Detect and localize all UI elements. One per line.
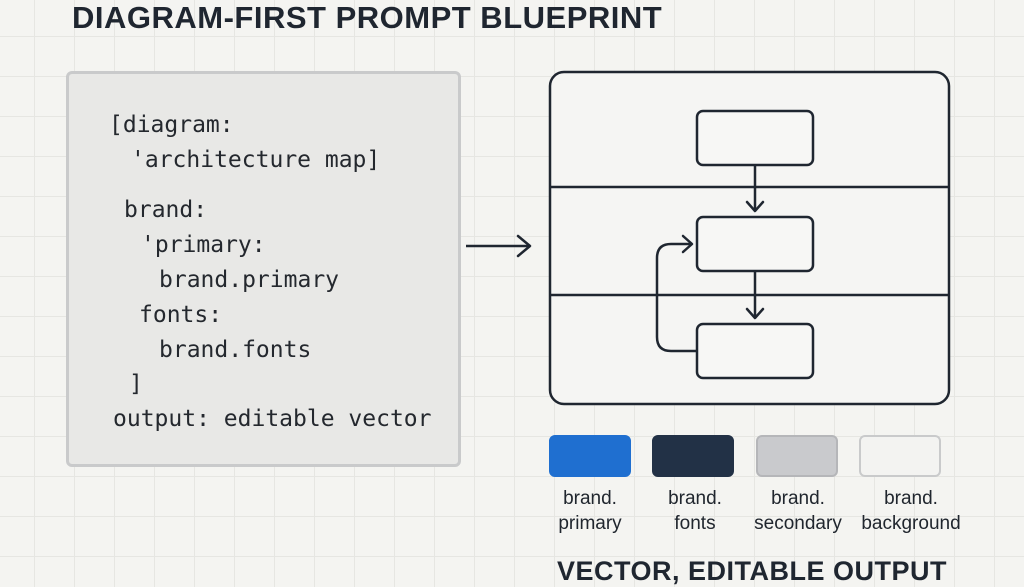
swatch-brand-secondary [756,435,838,477]
diagram-node-middle [695,215,815,273]
connector-feedback-loop [655,242,697,353]
arrowhead-feedback-loop [681,234,694,254]
swatch-brand-background [859,435,941,477]
code-line-close-bracket: ] [129,371,143,397]
diagram-node-top [695,109,815,167]
code-line-brand: brand: [124,197,208,223]
swatch-label-brand-background: brand. background [861,488,961,534]
code-line-fonts: fonts: [139,302,223,328]
swatch-brand-primary [549,435,631,477]
swatch-brand-fonts [652,435,734,477]
arrowhead-middle-to-bottom [745,307,765,320]
diagram-node-bottom [695,322,815,380]
swatch-label-brand-primary: brand. primary [558,488,622,534]
code-line-output: output: editable vector [113,406,432,432]
right-arrow-icon [466,234,532,258]
footer-caption: VECTOR, EDITABLE OUTPUT [557,556,948,586]
code-line-brand-fonts: brand.fonts [159,337,312,363]
page-title: DIAGRAM-FIRST PROMPT BLUEPRINT [72,0,663,35]
code-line-primary: 'primary: [141,232,266,258]
architecture-diagram [548,70,951,406]
prompt-code-panel: [diagram: 'architecture map] brand: 'pri… [66,71,461,467]
swatch-label-brand-fonts: brand. fonts [668,488,722,534]
code-line-brand-primary: brand.primary [159,267,340,293]
arrowhead-top-to-middle [745,200,765,213]
code-line-diagram: [diagram: [109,112,234,138]
code-line-architecture-map: 'architecture map] [131,147,381,173]
swatch-label-brand-secondary: brand. secondary [754,488,842,534]
